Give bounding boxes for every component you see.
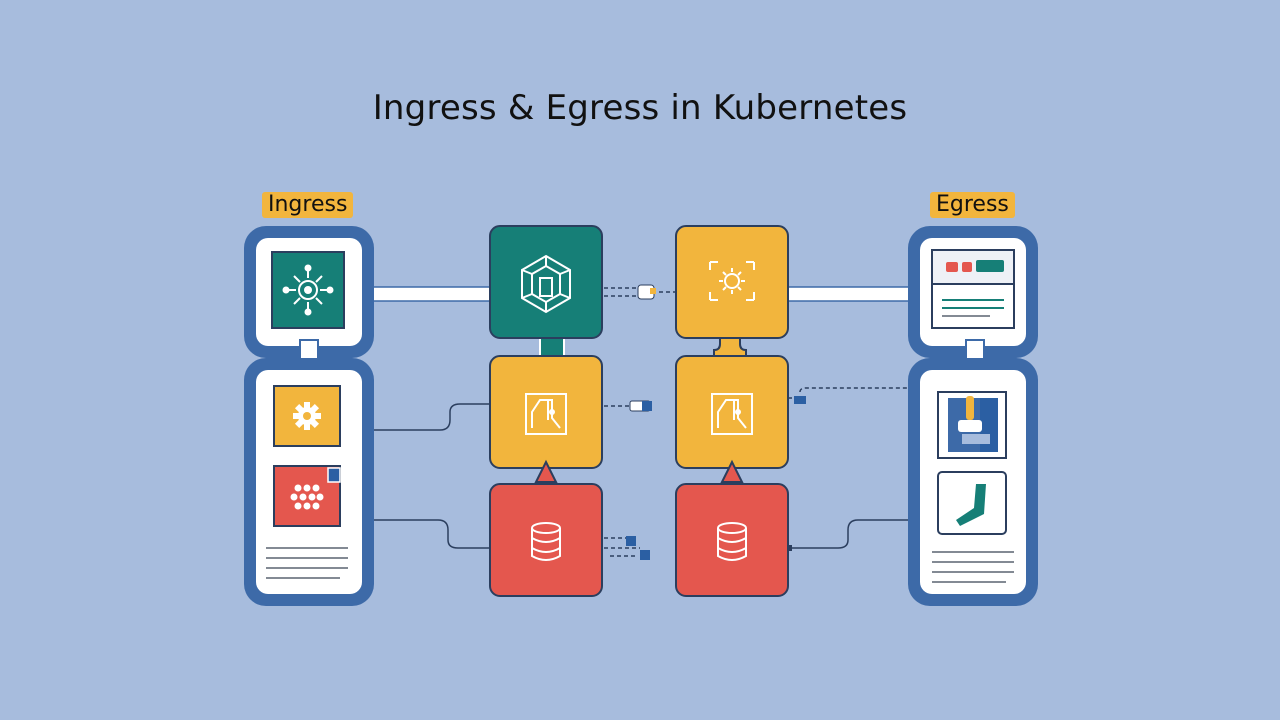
settings-frame-icon (709, 261, 755, 301)
user-card-icon (937, 391, 1007, 459)
amber-node-b (675, 355, 789, 469)
network-gear-icon (282, 264, 334, 316)
amber-settings-node (675, 225, 789, 339)
red-node-b (675, 483, 789, 597)
cluster-dots-icon (290, 484, 324, 510)
ingress-text-lines (266, 547, 348, 579)
link-b-bottom (720, 459, 744, 483)
amber-node-a (489, 355, 603, 469)
connector-chip-top (650, 288, 656, 294)
curve-ingress-to-amber (372, 403, 492, 431)
connector-chip-bottom-1 (626, 536, 636, 546)
check-icon (937, 471, 1007, 535)
connector-chip-mid (642, 401, 652, 411)
ingress-label: Ingress (262, 192, 354, 218)
dashed-link-right-mid (788, 387, 910, 399)
center-column-a (489, 225, 603, 597)
browser-window-icon (931, 249, 1015, 329)
red-node-a (489, 483, 603, 597)
center-column-b (675, 225, 789, 597)
connectors (371, 284, 911, 560)
database-icon (717, 522, 747, 561)
dashed-link-bottom (604, 537, 640, 557)
egress-text-lines (932, 551, 1014, 583)
route-icon (525, 393, 567, 435)
gear-icon (293, 402, 321, 430)
page-title: Ingress & Egress in Kubernetes (372, 88, 908, 128)
egress-panel (908, 226, 1038, 606)
rail-amber-to-egress (785, 286, 911, 302)
connector-chip-right (794, 396, 806, 404)
route-icon (711, 393, 753, 435)
teal-node (489, 225, 603, 339)
link-a-bottom (534, 459, 558, 483)
curve-ingress-to-red (372, 519, 492, 549)
connector-chip-bottom-2 (640, 550, 650, 560)
hexagon-network-icon (521, 254, 571, 314)
ingress-red-tile-chip (327, 467, 341, 483)
database-icon (531, 522, 561, 561)
ingress-panel (244, 226, 374, 606)
egress-label: Egress (930, 192, 1015, 218)
curve-egress-to-red (790, 519, 910, 549)
rail-ingress-to-teal (371, 286, 493, 302)
